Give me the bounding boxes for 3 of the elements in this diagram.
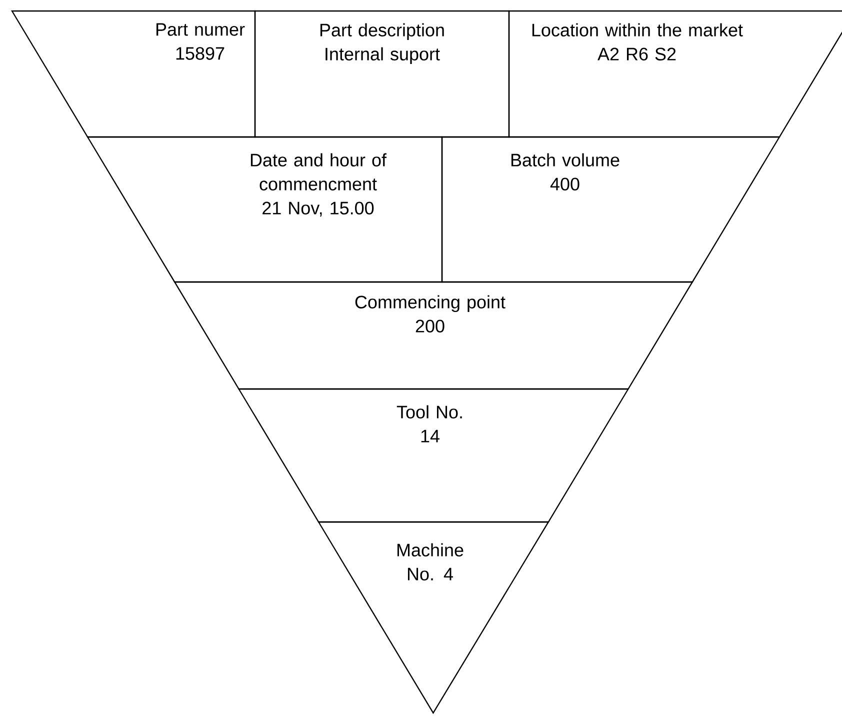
funnel-band: Location within the market A2 R6 S2 [508, 10, 842, 138]
funnel-band: Batch volume 400 [441, 136, 780, 283]
funnel-band: Part description Internal suport [254, 10, 510, 138]
